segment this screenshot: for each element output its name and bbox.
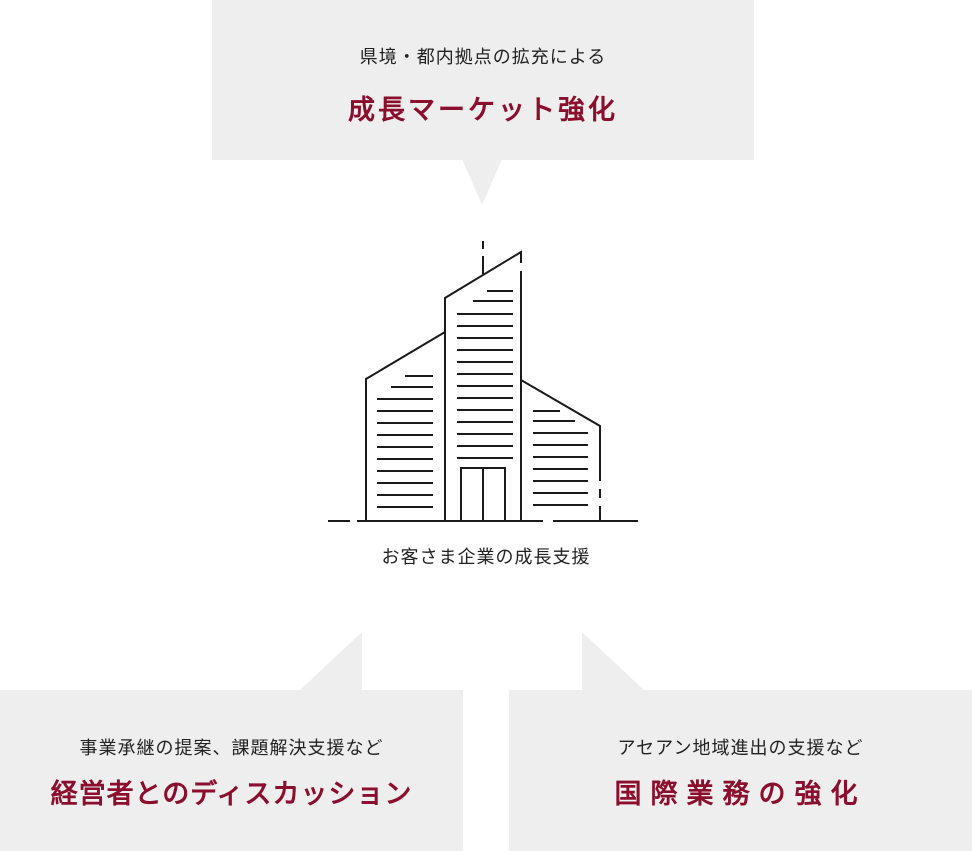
top-callout-title: 成長マーケット強化 xyxy=(348,95,618,126)
center-label: お客さま企業の成長支援 xyxy=(381,547,591,568)
bottom-left-callout-title: 経営者とのディスカッション xyxy=(50,779,413,810)
top-callout-subtitle: 県境・都内拠点の拡充による xyxy=(359,47,607,68)
bottom-right-callout: アセアン地域進出の支援など 国際業務の強化 xyxy=(509,690,972,851)
bottom-right-callout-title: 国際業務の強化 xyxy=(614,779,867,810)
office-building-icon xyxy=(328,241,638,522)
top-callout: 県境・都内拠点の拡充による 成長マーケット強化 xyxy=(212,0,754,160)
bottom-left-callout: 事業承継の提案、課題解決支援など 経営者とのディスカッション xyxy=(0,690,463,851)
bottom-right-callout-subtitle: アセアン地域進出の支援など xyxy=(617,738,864,759)
bottom-left-callout-subtitle: 事業承継の提案、課題解決支援など xyxy=(79,738,384,759)
